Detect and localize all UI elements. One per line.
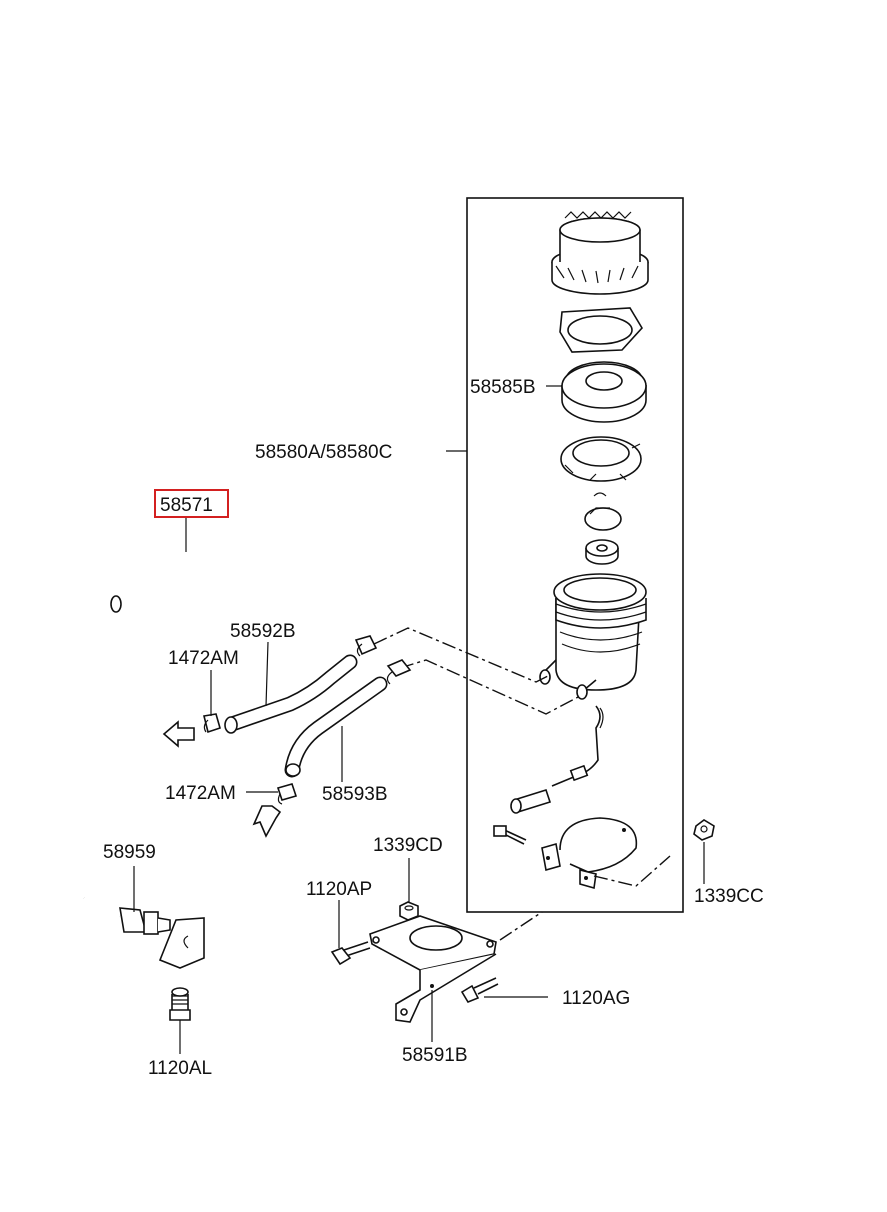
retainer-ring[interactable] — [560, 436, 642, 482]
cap-gasket-ring[interactable] — [559, 307, 643, 353]
hose-clamp-upper-a[interactable] — [354, 635, 378, 657]
bolt-1120AP[interactable] — [330, 941, 371, 966]
routing-line-clamp — [593, 855, 671, 887]
hose-58593B[interactable] — [284, 676, 388, 778]
routing-line-upper — [373, 627, 549, 683]
label-1120AL[interactable]: 1120AL — [148, 1058, 212, 1079]
pressure-switch-58959[interactable] — [82, 895, 205, 969]
clamp-bolt[interactable] — [493, 825, 527, 845]
hose-58592B[interactable] — [224, 654, 358, 734]
washer[interactable] — [585, 539, 619, 565]
label-58571[interactable]: 58571 — [160, 495, 213, 516]
bracket-58591B[interactable] — [369, 915, 497, 1023]
reservoir-assembly-frame — [466, 197, 684, 913]
label-58592B[interactable]: 58592B — [230, 621, 296, 642]
label-1472AM-upper[interactable]: 1472AM — [168, 648, 239, 669]
label-58959[interactable]: 58959 — [103, 842, 156, 863]
label-1339CD[interactable]: 1339CD — [373, 835, 443, 856]
flow-arrow-left — [162, 720, 195, 748]
hose-58571[interactable] — [110, 530, 304, 613]
label-58593B[interactable]: 58593B — [322, 784, 388, 805]
leader-lines — [133, 385, 705, 1054]
flow-arrow-down — [252, 805, 282, 838]
hose-clamp-1472AM-upper[interactable] — [203, 713, 221, 734]
filter-screen[interactable] — [561, 361, 647, 423]
label-58580A-58580C[interactable]: 58580A/58580C — [255, 442, 392, 463]
bolt-1120AG[interactable] — [460, 977, 499, 1003]
hose-clamp-upper-b[interactable] — [386, 659, 412, 685]
reservoir-cap[interactable] — [551, 211, 649, 295]
label-1339CC[interactable]: 1339CC — [694, 886, 764, 907]
label-1120AG[interactable]: 1120AG — [562, 988, 630, 1009]
label-1472AM-lower[interactable]: 1472AM — [165, 783, 236, 804]
hose-clamp-1472AM-lower[interactable] — [276, 783, 298, 805]
nut-1339CC[interactable] — [693, 819, 715, 841]
label-1120AP[interactable]: 1120AP — [306, 879, 372, 900]
level-sensor[interactable] — [510, 705, 604, 814]
routing-line-lower — [399, 659, 581, 715]
routing-line-bracket — [499, 911, 543, 941]
reservoir-body[interactable] — [539, 573, 647, 700]
bolt-1120AL[interactable] — [169, 987, 191, 1021]
label-58591B[interactable]: 58591B — [402, 1045, 468, 1066]
nut-1339CD[interactable] — [399, 901, 419, 921]
band-clamp[interactable] — [541, 817, 638, 890]
spring-clip[interactable] — [584, 492, 622, 531]
highlight-box-58571 — [154, 489, 229, 518]
label-58585B[interactable]: 58585B — [470, 377, 536, 398]
